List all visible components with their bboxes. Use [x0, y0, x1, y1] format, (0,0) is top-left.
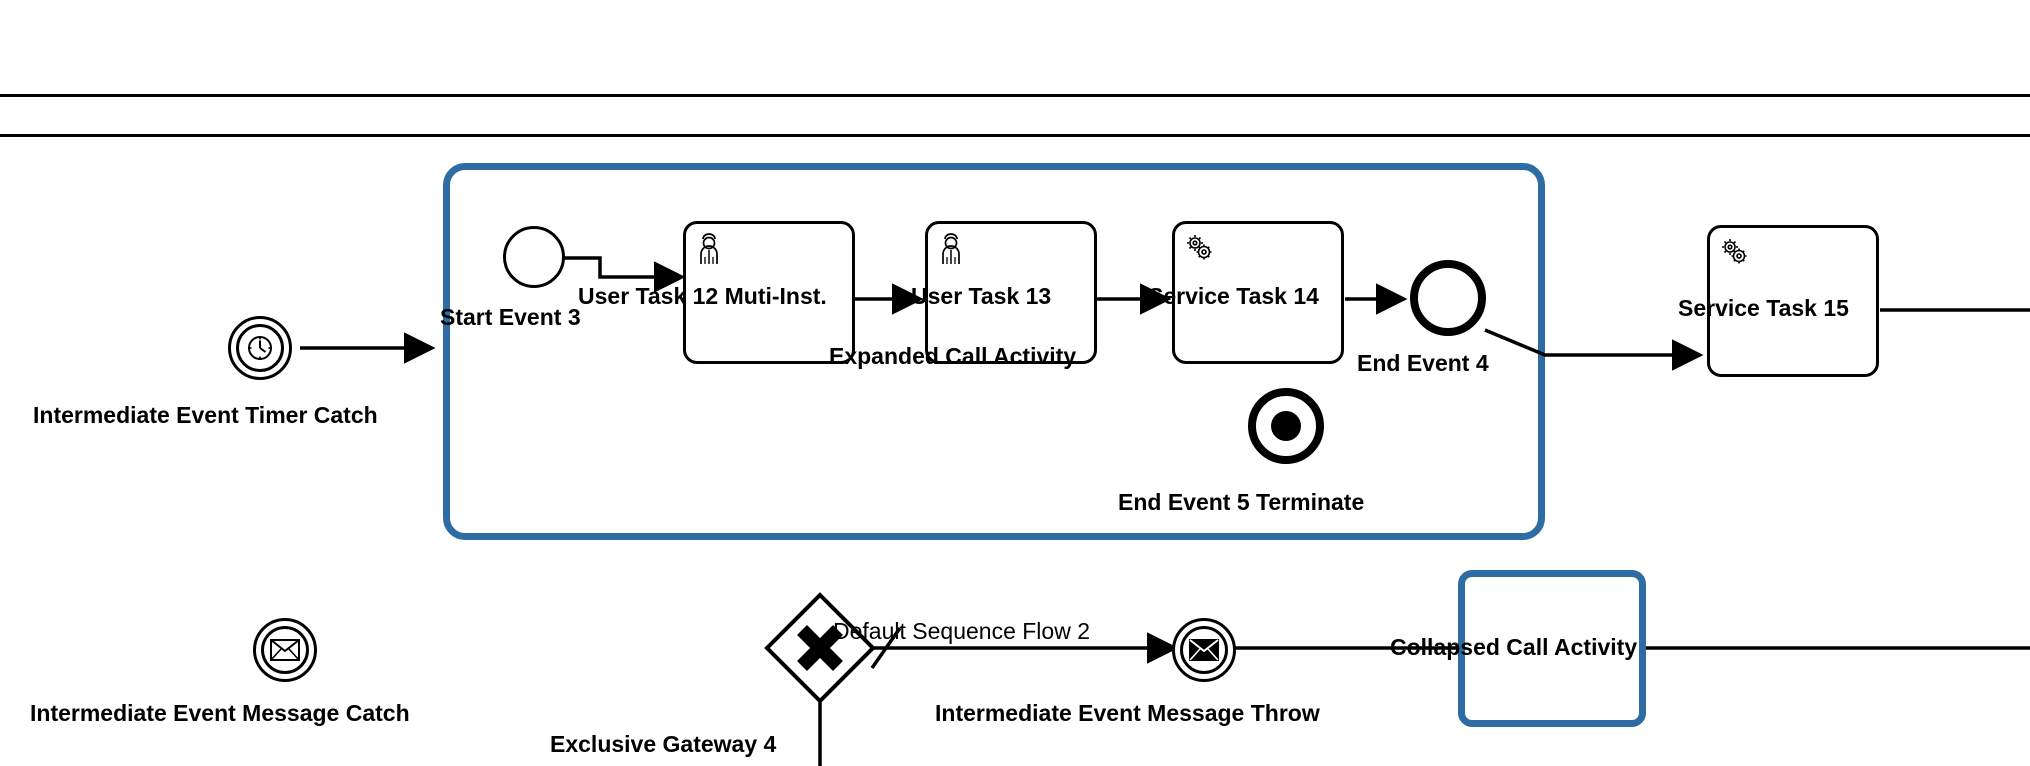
service-task-15[interactable] — [1707, 225, 1879, 377]
end-event-4-label: End Event 4 — [1357, 350, 1489, 376]
end-event-4[interactable] — [1410, 260, 1486, 336]
user-icon — [936, 231, 966, 265]
terminate-icon — [1271, 411, 1301, 441]
gear-icon — [1183, 231, 1213, 265]
exclusive-gateway-4-label: Exclusive Gateway 4 — [550, 731, 777, 757]
intermediate-event-message-throw[interactable] — [1172, 618, 1236, 682]
start-event-3-label: Start Event 3 — [440, 304, 581, 330]
intermediate-event-timer-catch-label: Intermediate Event Timer Catch — [33, 402, 378, 428]
collapsed-call-activity-box[interactable] — [1458, 570, 1646, 727]
service-task-14[interactable] — [1172, 221, 1344, 364]
service-task-14-label: Service Task 14 — [1148, 283, 1319, 309]
intermediate-event-message-catch[interactable] — [253, 618, 317, 682]
gear-icon — [1718, 235, 1748, 269]
end-event-5-terminate[interactable] — [1248, 388, 1324, 464]
timer-icon — [231, 319, 289, 377]
envelope-outline-icon — [256, 621, 314, 679]
intermediate-event-message-throw-label: Intermediate Event Message Throw — [935, 700, 1320, 726]
pool-lane-divider-top — [0, 94, 2030, 97]
end-event-5-terminate-label: End Event 5 Terminate — [1118, 489, 1365, 515]
user-task-13[interactable] — [925, 221, 1097, 364]
exclusive-gateway-4[interactable] — [762, 590, 878, 706]
x-mark-icon — [797, 625, 843, 671]
envelope-filled-icon — [1175, 621, 1233, 679]
intermediate-event-message-catch-label: Intermediate Event Message Catch — [30, 700, 410, 726]
start-event-3[interactable] — [503, 226, 565, 288]
intermediate-event-timer-catch[interactable] — [228, 316, 292, 380]
user-task-12[interactable] — [683, 221, 855, 364]
pool-lane-divider-bottom — [0, 134, 2030, 137]
service-task-15-label: Service Task 15 — [1678, 295, 1849, 321]
collapsed-call-activity-label: Collapsed Call Activity — [1390, 634, 1638, 660]
default-sequence-flow-2-label: Default Sequence Flow 2 — [833, 618, 1090, 644]
expanded-call-activity-container[interactable] — [443, 163, 1545, 540]
user-task-13-label: User Task 13 — [911, 283, 1052, 309]
user-task-12-label: User Task 12 Muti-Inst. — [578, 283, 827, 309]
user-icon — [694, 231, 724, 265]
expanded-call-activity-label: Expanded Call Activity — [829, 343, 1077, 369]
